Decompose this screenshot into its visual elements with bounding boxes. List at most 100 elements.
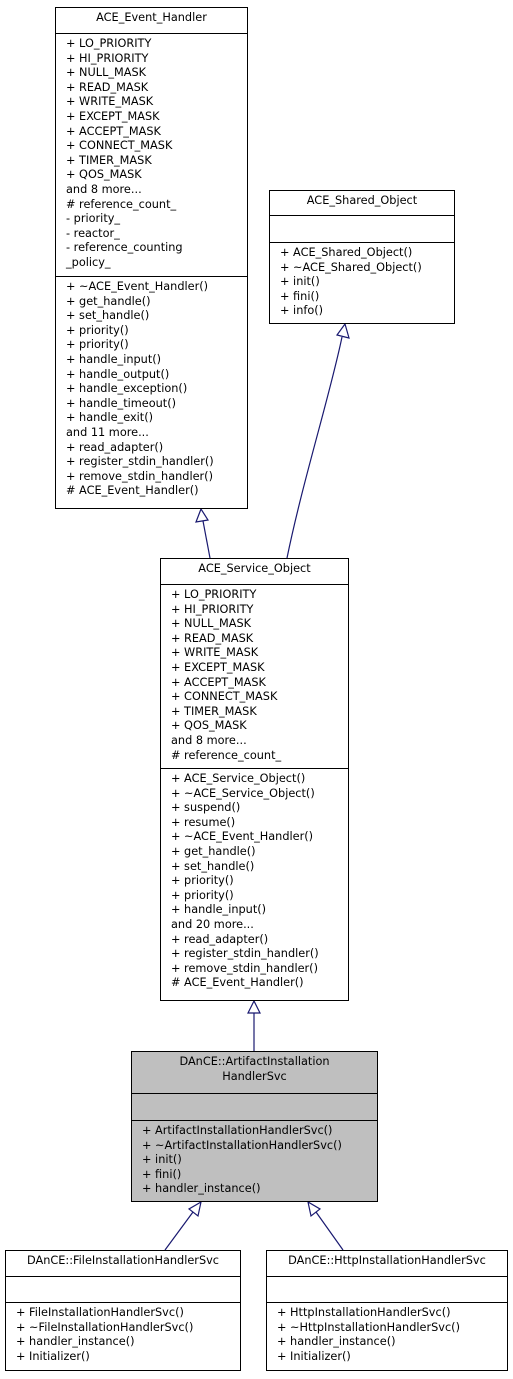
operation-row: + handle_timeout() [66, 396, 177, 410]
operation-row: + Initializer() [277, 1349, 351, 1363]
operation-row: + handler_instance() [16, 1335, 135, 1349]
attribute-section [6, 1276, 240, 1302]
attribute-section: + LO_PRIORITY+ HI_PRIORITY+ NULL_MASK+ R… [161, 584, 348, 768]
class-title-line: DAnCE::HttpInstallationHandlerSvc [288, 1254, 486, 1267]
attribute-row: + NULL_MASK [171, 617, 252, 631]
operation-row: + read_adapter() [171, 932, 269, 946]
edge-service-object-to-shared-object [286, 322, 350, 559]
operation-row: + ~ACE_Event_Handler() [66, 280, 209, 293]
attribute-row: - reactor_ [66, 226, 120, 240]
operation-row: # ACE_Event_Handler() [171, 976, 304, 990]
class-dance-file-installation-handler-svc[interactable]: DAnCE::FileInstallationHandlerSvc+ FileI… [5, 1250, 241, 1371]
attribute-row: and 8 more... [66, 182, 142, 196]
attribute-row: + TIMER_MASK [66, 153, 152, 167]
class-dance-http-installation-handler-svc[interactable]: DAnCE::HttpInstallationHandlerSvc+ HttpI… [266, 1250, 508, 1371]
attribute-row: - reference_counting [66, 241, 183, 255]
edge-http-svc-to-artifact-svc [307, 1200, 344, 1251]
operation-row: + HttpInstallationHandlerSvc() [277, 1306, 451, 1319]
class-title-line: DAnCE::FileInstallationHandlerSvc [26, 1254, 220, 1267]
operation-row: + init() [280, 275, 320, 289]
class-ace-event-handler[interactable]: ACE_Event_Handler+ LO_PRIORITY+ HI_PRIOR… [55, 7, 248, 509]
attribute-row: + CONNECT_MASK [66, 139, 173, 153]
attribute-row: - priority_ [66, 212, 121, 226]
attribute-row: + ACCEPT_MASK [171, 675, 266, 689]
attribute-row: and 8 more... [171, 733, 247, 747]
operation-row: + remove_stdin_handler() [66, 469, 213, 483]
operation-row: + register_stdin_handler() [171, 947, 319, 961]
attribute-section [267, 1276, 507, 1302]
operation-row: + handle_input() [66, 352, 162, 366]
operation-row: + get_handle() [171, 844, 256, 858]
attribute-row: + ACCEPT_MASK [66, 124, 161, 138]
operation-row: + priority() [171, 888, 234, 902]
attribute-row: + EXCEPT_MASK [66, 109, 160, 123]
attribute-row: + HI_PRIORITY [171, 602, 254, 616]
operation-row: + ~ArtifactInstallationHandlerSvc() [142, 1138, 342, 1152]
class-ace-shared-object[interactable]: ACE_Shared_Object+ ACE_Shared_Object()+ … [269, 190, 455, 324]
operation-section: + HttpInstallationHandlerSvc()+ ~HttpIns… [267, 1302, 507, 1367]
edge-artifact-svc-to-service-object [247, 999, 261, 1051]
operation-row: + handler_instance() [142, 1182, 261, 1196]
operation-row: + Initializer() [16, 1349, 90, 1363]
operation-row: + handle_output() [66, 367, 170, 381]
operation-row: + ACE_Service_Object() [171, 772, 306, 785]
operation-row: + priority() [171, 874, 234, 888]
attribute-row: + TIMER_MASK [171, 704, 257, 718]
class-title: DAnCE::FileInstallationHandlerSvc [6, 1251, 240, 1276]
operation-row: + resume() [171, 815, 236, 829]
operation-row: + fini() [142, 1167, 182, 1181]
operation-section: + FileInstallationHandlerSvc()+ ~FileIns… [6, 1302, 240, 1367]
operation-row: + ~ACE_Shared_Object() [280, 260, 422, 274]
attribute-row: + READ_MASK [66, 80, 149, 94]
attribute-row: # reference_count_ [66, 197, 177, 211]
operation-row: + fini() [280, 289, 320, 303]
attribute-row: + WRITE_MASK [171, 646, 259, 660]
operation-row: + priority() [66, 323, 129, 337]
operation-row: + set_handle() [171, 859, 255, 873]
operation-row: + ~HttpInstallationHandlerSvc() [277, 1320, 460, 1334]
operation-row: + handle_exit() [66, 411, 154, 425]
operation-row: + handle_input() [171, 903, 267, 917]
attribute-row: + HI_PRIORITY [66, 51, 149, 65]
attribute-row: + NULL_MASK [66, 66, 147, 80]
operation-section: + ArtifactInstallationHandlerSvc()+ ~Art… [132, 1120, 377, 1200]
operation-row: + register_stdin_handler() [66, 455, 214, 469]
attribute-row: + LO_PRIORITY [171, 588, 257, 601]
operation-row: + set_handle() [66, 309, 150, 323]
operation-row: + read_adapter() [66, 440, 164, 454]
operation-section: + ACE_Service_Object()+ ~ACE_Service_Obj… [161, 768, 348, 994]
operation-row: + init() [142, 1153, 182, 1167]
operation-row: and 11 more... [66, 425, 149, 439]
class-title-line: ACE_Shared_Object [306, 194, 418, 207]
operation-row: + FileInstallationHandlerSvc() [16, 1306, 184, 1319]
operation-row: + ArtifactInstallationHandlerSvc() [142, 1124, 333, 1137]
operation-row: + remove_stdin_handler() [171, 961, 318, 975]
class-title: ACE_Event_Handler [56, 8, 247, 33]
attribute-row: + QOS_MASK [66, 168, 142, 182]
attribute-row: _policy_ [66, 255, 111, 269]
edge-service-object-to-event-handler [195, 507, 211, 559]
edge-file-svc-to-artifact-svc [164, 1200, 202, 1251]
attribute-row: + EXCEPT_MASK [171, 660, 265, 674]
operation-row: + info() [280, 304, 324, 318]
class-title: DAnCE::HttpInstallationHandlerSvc [267, 1251, 507, 1276]
operation-row: + handle_exception() [66, 382, 188, 396]
operation-row: + ~FileInstallationHandlerSvc() [16, 1320, 194, 1334]
attribute-row: + READ_MASK [171, 631, 254, 645]
attribute-section: + LO_PRIORITY+ HI_PRIORITY+ NULL_MASK+ R… [56, 33, 247, 276]
operation-row: + suspend() [171, 801, 241, 815]
class-title: ACE_Service_Object [161, 559, 348, 584]
attribute-row: + WRITE_MASK [66, 95, 154, 109]
operation-row: + handler_instance() [277, 1335, 396, 1349]
operation-row: # ACE_Event_Handler() [66, 484, 199, 498]
attribute-section [270, 215, 454, 242]
attribute-row: # reference_count_ [171, 748, 282, 762]
class-title-line: DAnCE::ArtifactInstallation [179, 1055, 330, 1068]
operation-row: + ~ACE_Service_Object() [171, 786, 315, 800]
attribute-section [132, 1093, 377, 1120]
operation-section: + ~ACE_Event_Handler()+ get_handle()+ se… [56, 276, 247, 502]
class-ace-service-object[interactable]: ACE_Service_Object+ LO_PRIORITY+ HI_PRIO… [160, 558, 349, 1001]
attribute-row: + QOS_MASK [171, 719, 247, 733]
